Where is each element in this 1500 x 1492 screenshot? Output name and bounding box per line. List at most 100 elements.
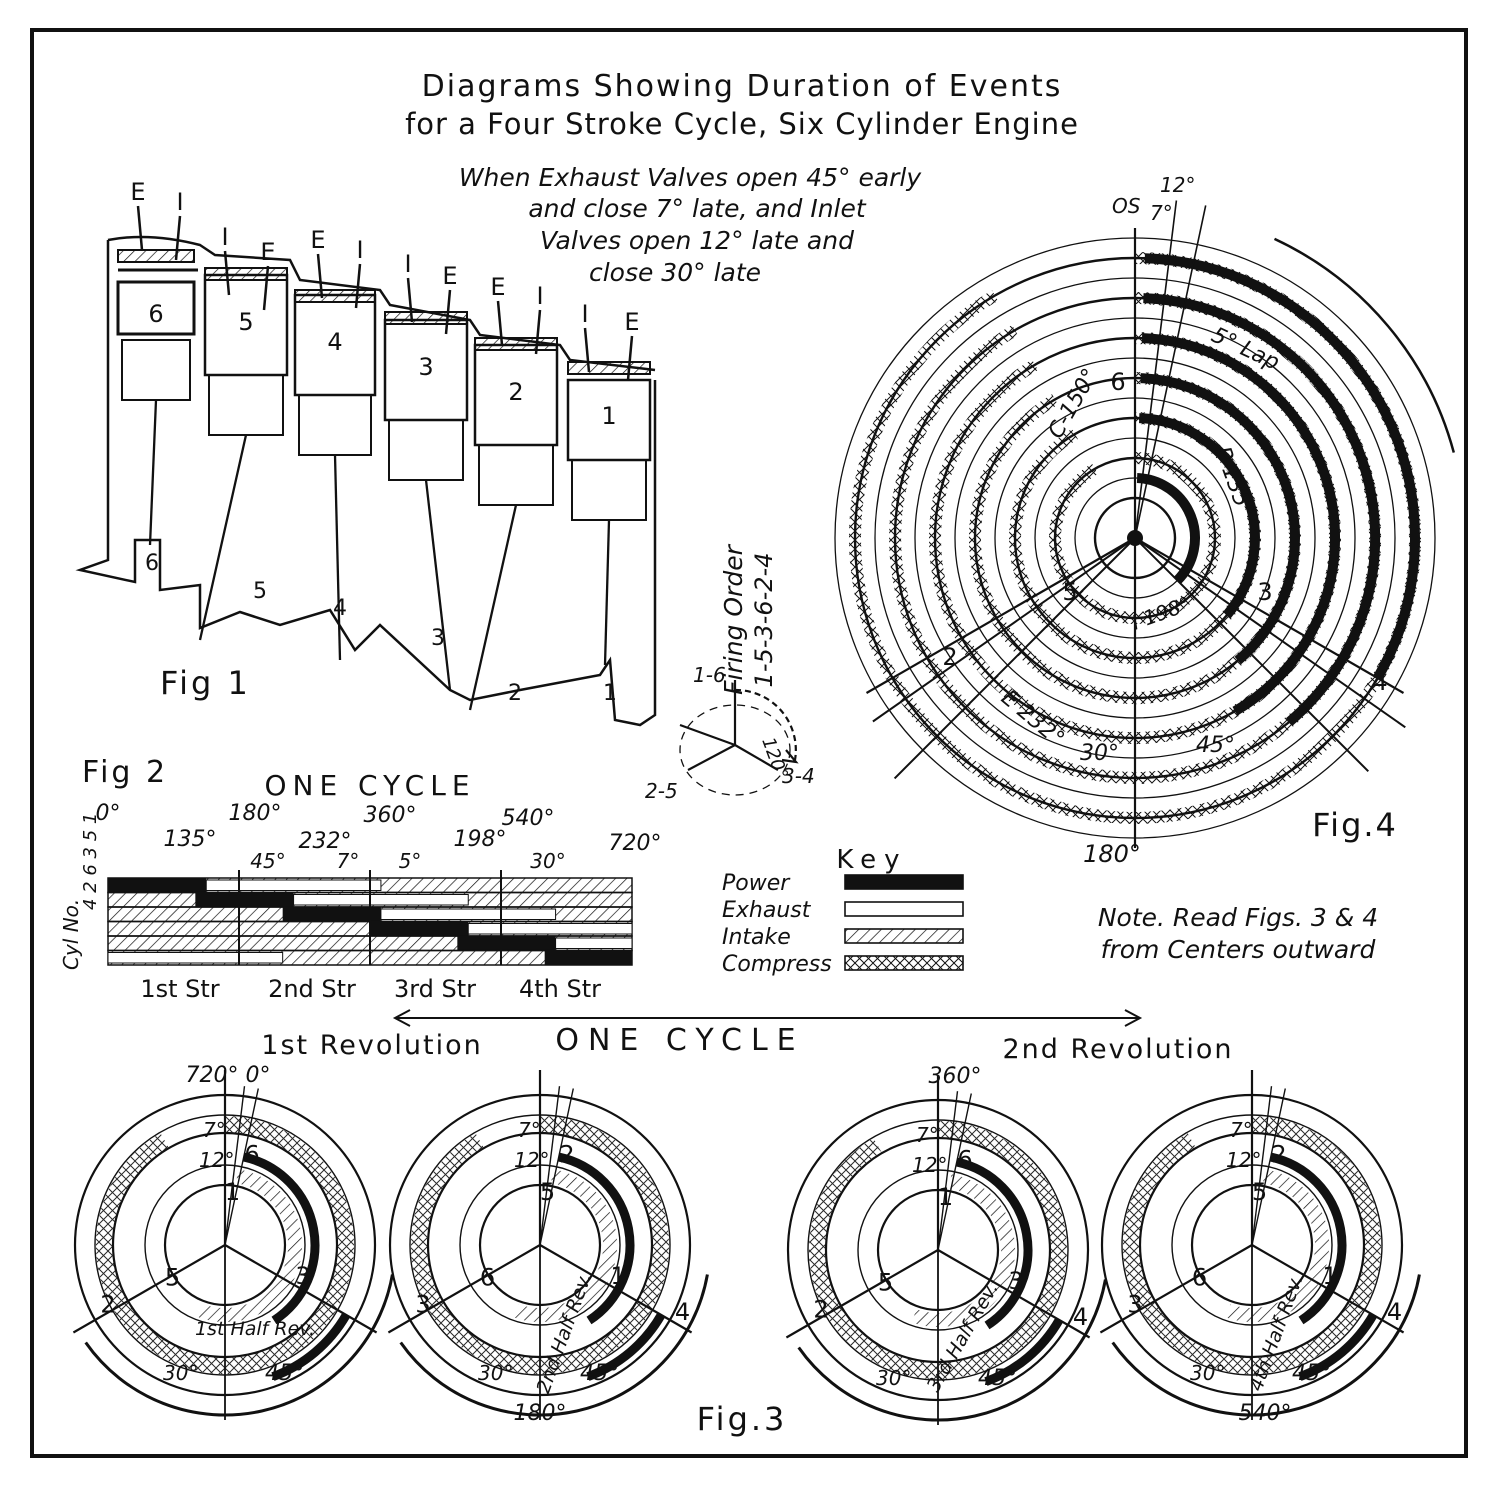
note-line-1: Note. Read Figs. 3 & 4	[1098, 903, 1378, 932]
degree-label: 232°	[299, 829, 352, 854]
power-bar	[370, 921, 469, 936]
key-label-intake: Intake	[722, 925, 791, 950]
power-arc	[955, 1157, 1033, 1330]
dial-cylinder-number: 3	[1127, 1291, 1142, 1319]
power-arc	[1269, 1152, 1347, 1325]
fig4-power-arc	[1141, 333, 1341, 716]
fig2-axis: Cyl No. 4 2 6 3 5 1	[59, 813, 101, 970]
note-line-2: from Centers outward	[1101, 935, 1376, 964]
crank-label-right: 3-4	[782, 764, 815, 788]
fig4-power-arc	[1139, 413, 1260, 619]
key-heading: Key	[836, 845, 907, 875]
angle-30: 30°	[478, 1361, 513, 1385]
power-arc	[242, 1152, 320, 1325]
angle-12: 12°	[1226, 1148, 1261, 1172]
degree-label: 360°	[364, 803, 417, 828]
fig4-cylinder-number: 6	[1110, 368, 1125, 396]
title-line-1: Diagrams Showing Duration of Events	[422, 69, 1063, 104]
dial-cylinder-number: 2	[813, 1296, 828, 1324]
firing-order: Firing Order 1-5-3-6-2-4	[719, 543, 778, 694]
valve-label: E	[310, 226, 325, 254]
degree-label: 5°	[399, 849, 422, 873]
fig4-angle-12: 12°	[1160, 173, 1195, 197]
fig3-cycle-arrow	[392, 1009, 1143, 1027]
fig4-angle-30: 30°	[1080, 741, 1119, 766]
dial-cylinder-number: 6	[1192, 1264, 1207, 1292]
degree-label: 7°	[337, 849, 360, 873]
fig2-axis-label: Cyl No.	[59, 899, 83, 970]
dial-cylinder-number: 1	[938, 1183, 953, 1211]
fig1-engine-section	[75, 235, 657, 727]
valve-label: I	[176, 188, 183, 216]
key-label-exhaust: Exhaust	[722, 898, 812, 923]
power-bar	[457, 936, 556, 951]
valve-label: E	[260, 238, 275, 266]
crank-number: 2	[508, 681, 522, 706]
dial-cylinder-number: 1	[610, 1262, 625, 1290]
key-label-power: Power	[722, 871, 791, 896]
dial-cylinder-number: 1	[1322, 1262, 1337, 1290]
subtitle-line-3: Valves open 12° late and	[540, 226, 854, 255]
figure-frame	[30, 28, 1468, 1458]
power-arc	[557, 1152, 635, 1325]
exhaust-bar	[293, 894, 469, 906]
title-line-2: for a Four Stroke Cycle, Six Cylinder En…	[405, 107, 1079, 141]
valve-label: I	[404, 250, 411, 278]
key-swatch-compress	[844, 955, 964, 971]
valve-label: I	[581, 300, 588, 328]
dial-cylinder-number: 3	[1008, 1267, 1023, 1295]
degree-label: 540°	[502, 806, 555, 831]
degree-label: 135°	[164, 827, 217, 852]
subtitle-line-4: close 30° late	[589, 258, 761, 287]
angle-45: 45°	[580, 1361, 619, 1386]
dial-cylinder-number: 2	[100, 1291, 115, 1319]
dial-top-angle: 360°	[929, 1064, 982, 1089]
exhaust-bar	[467, 923, 633, 935]
cylinder-number: 6	[148, 300, 163, 328]
key-label-compress: Compress	[722, 952, 832, 977]
fig4-os-label: OS	[1112, 194, 1141, 218]
angle-45: 45°	[978, 1366, 1017, 1391]
fig4-cylinder-number: 3	[1257, 578, 1272, 606]
exhaust-bar	[380, 908, 557, 920]
valve-label: E	[442, 262, 457, 290]
fig4-power-arc	[1144, 253, 1420, 681]
angle-7: 7°	[203, 1118, 226, 1142]
fig4-power-arc	[1136, 473, 1200, 584]
stroke-label: 4th Str	[519, 975, 601, 1003]
cylinder-number: 2	[508, 378, 523, 406]
dial-cylinder-number: 6	[244, 1141, 259, 1169]
crank-number: 5	[253, 579, 267, 604]
angle-12: 12°	[514, 1148, 549, 1172]
angle-30: 30°	[1190, 1361, 1225, 1385]
power-bar	[544, 950, 632, 965]
cylinder-number: 4	[327, 328, 342, 356]
power-bar	[195, 892, 294, 907]
angle-7: 7°	[916, 1123, 939, 1147]
dial-cylinder-number: 4	[1387, 1298, 1402, 1326]
fig4-cylinder-number: 2	[942, 643, 957, 671]
fig4-caption: Fig.4	[1312, 806, 1398, 844]
rotation-arrow	[1273, 237, 1456, 453]
angle-45: 45°	[265, 1361, 304, 1386]
crank-number: 3	[431, 626, 445, 651]
fig2-degree-labels: 0°180°360°540°135°232°198°720°45°7°5°30°	[96, 801, 662, 873]
fig4-power-arc	[1143, 293, 1381, 726]
fig4-cylinder-number: 5	[1062, 578, 1077, 606]
firing-order-title: Firing Order	[719, 543, 748, 694]
valve-label: E	[130, 178, 145, 206]
dial-cylinder-number: 4	[1073, 1303, 1088, 1331]
angle-45: 45°	[1292, 1361, 1331, 1386]
fig2-cyl-order: 4 2 6 3 5 1	[80, 813, 101, 910]
degree-label: 45°	[250, 849, 285, 873]
dial-top-angle: 720° 0°	[186, 1063, 271, 1088]
dial-cylinder-number: 2	[559, 1141, 574, 1169]
